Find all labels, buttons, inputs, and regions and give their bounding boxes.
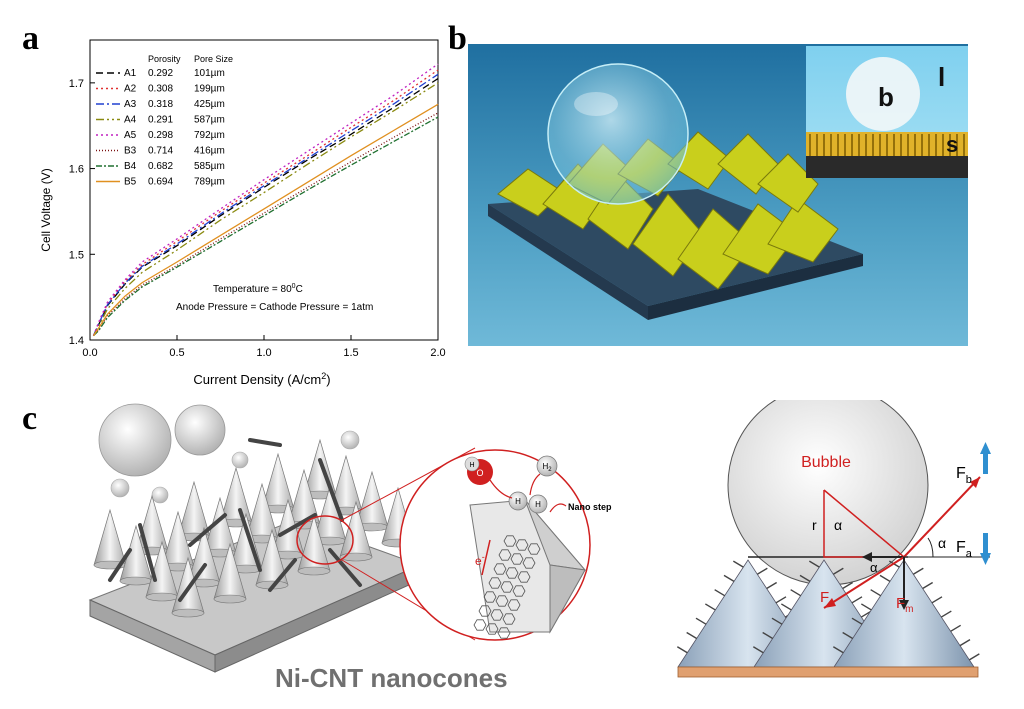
h2-label: H2 — [542, 462, 552, 473]
angle-label-top: α — [834, 517, 842, 533]
x-tick-label: 0.5 — [169, 347, 184, 359]
angle-label-right: α — [938, 535, 946, 551]
legend-porosity: 0.292 — [148, 68, 173, 79]
legend-header-porosity: Porosity — [148, 54, 181, 64]
nano-step-label: Nano step — [568, 502, 612, 512]
legend-pore-size: 425µm — [194, 99, 225, 110]
series-line-b3 — [93, 112, 439, 337]
legend-porosity: 0.318 — [148, 99, 173, 110]
legend-header-pore-size: Pore Size — [194, 54, 233, 64]
y-tick-label: 1.5 — [69, 249, 84, 261]
legend-pore-size: 587µm — [194, 115, 225, 126]
panel-label-b: b — [448, 20, 467, 57]
x-axis-label: Current Density (A/cm2) — [193, 371, 330, 387]
series-line-b4 — [93, 116, 439, 337]
water-h-label: H — [469, 462, 474, 469]
legend-series-name: B3 — [124, 146, 137, 157]
chart-plot-area: 0.0 0.5 1.0 1.5 2.0 1.4 1.5 1.6 1.7 — [69, 39, 446, 359]
legend-series-name: A5 — [124, 130, 137, 141]
legend-porosity: 0.682 — [148, 161, 173, 172]
series-line-a1 — [92, 78, 439, 336]
x-tick-label: 0.0 — [82, 347, 97, 359]
panel-label-a: a — [22, 20, 39, 57]
magnified-nanocone-detail: O H H2 H H Nano step e- — [464, 455, 612, 639]
y-tick-label: 1.6 — [69, 164, 84, 176]
legend-pore-size: 585µm — [194, 161, 225, 172]
material-label: Ni-CNT nanocones — [275, 663, 508, 693]
down-arrow-icon — [980, 533, 991, 565]
fm-label: Fm — [896, 595, 914, 615]
legend-porosity: 0.714 — [148, 146, 173, 157]
electron-label: e- — [475, 552, 485, 568]
legend-pore-size: 789µm — [194, 177, 225, 188]
bubble-force-diagram: Bubble r α α α Fs Fm Fb Fa — [648, 384, 1008, 700]
polarization-chart: 0.0 0.5 1.0 1.5 2.0 1.4 1.5 1.6 1.7 Cell Voltage… — [39, 39, 446, 387]
plot-frame — [89, 39, 439, 341]
legend-porosity: 0.298 — [148, 130, 173, 141]
legend-series-name: A3 — [124, 99, 137, 110]
fb-label: Fb — [956, 465, 972, 486]
radius-label: r — [812, 517, 817, 533]
series-line-b5 — [92, 103, 439, 337]
fs-label: Fs — [820, 589, 834, 609]
legend-porosity: 0.694 — [148, 177, 173, 188]
series-line-a3 — [92, 73, 439, 336]
water-o-label: O — [476, 468, 483, 478]
x-tick-label: 1.0 — [256, 347, 271, 359]
legend-pore-size: 199µm — [194, 84, 225, 95]
angle-label-bottom: α — [870, 560, 878, 575]
legend-pore-size: 101µm — [194, 68, 225, 79]
legend-series-name: B5 — [124, 177, 137, 188]
legend-series-name: A1 — [124, 68, 137, 79]
ni-cnt-nanocone-illustration: O H H2 H H Nano step e- Ni-CNT nanocones — [80, 400, 640, 700]
panel-label-c: c — [22, 400, 38, 437]
x-tick-label: 1.5 — [343, 347, 358, 359]
bubble-label: Bubble — [801, 454, 851, 471]
series-line-a4 — [92, 82, 439, 337]
fa-label: Fa — [956, 539, 973, 560]
bubble-contact-inset: b l s — [806, 46, 968, 178]
legend-pore-size: 416µm — [194, 146, 225, 157]
legend-series-name: A4 — [124, 115, 137, 126]
legend-porosity: 0.291 — [148, 115, 173, 126]
legend-pore-size: 792µm — [194, 130, 225, 141]
h-atom-label-2: H — [535, 500, 541, 509]
y-tick-label: 1.7 — [69, 78, 84, 90]
inset-solid-label: s — [946, 132, 958, 157]
x-tick-label: 2.0 — [430, 347, 445, 359]
up-arrow-icon — [980, 442, 991, 474]
series-line-a2 — [92, 69, 439, 336]
annotation-temperature: Temperature = 800C — [213, 283, 303, 295]
legend-series-name: B4 — [124, 161, 137, 172]
y-tick-label: 1.4 — [69, 335, 84, 347]
legend-porosity: 0.308 — [148, 84, 173, 95]
inset-bubble-label: b — [878, 82, 894, 112]
inset-liquid-label: l — [938, 62, 945, 92]
h-atom-label-1: H — [515, 497, 521, 506]
annotation-pressure: Anode Pressure = Cathode Pressure = 1atm — [176, 302, 373, 313]
bubble-on-surface-illustration: b l s — [468, 44, 968, 346]
legend-series-name: A2 — [124, 84, 137, 95]
y-axis-label: Cell Voltage (V) — [39, 168, 53, 251]
